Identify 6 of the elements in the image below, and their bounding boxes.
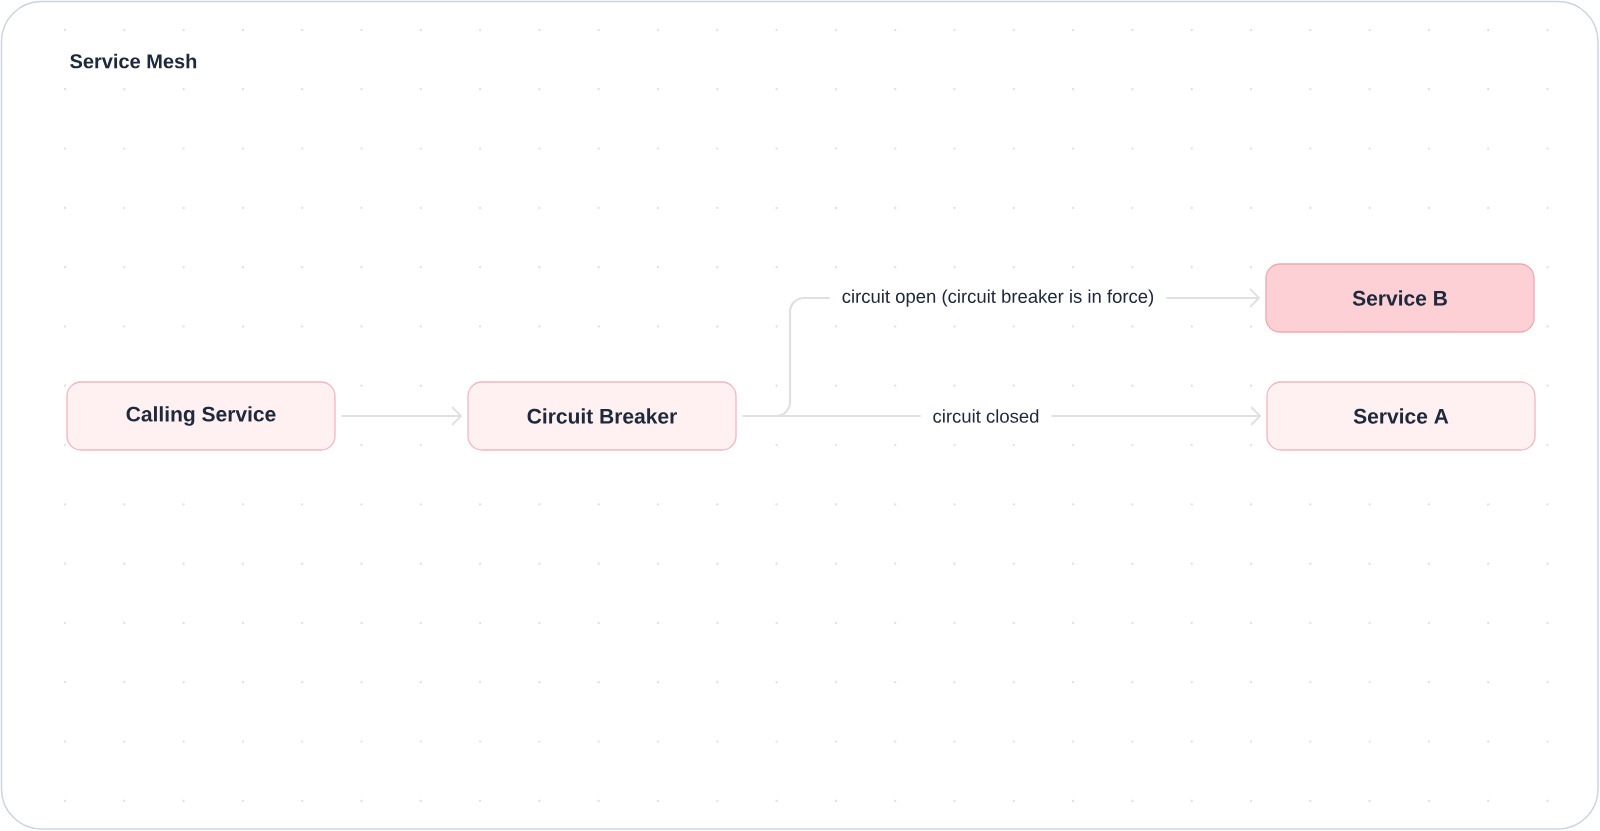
process-box: Calling Service xyxy=(66,381,336,451)
process-box: Circuit Breaker xyxy=(467,381,737,451)
process-box: Service A xyxy=(1266,381,1536,451)
arrow xyxy=(341,406,463,426)
diagram-title: Service Mesh xyxy=(70,53,197,69)
process-box: Service B xyxy=(1265,263,1535,333)
